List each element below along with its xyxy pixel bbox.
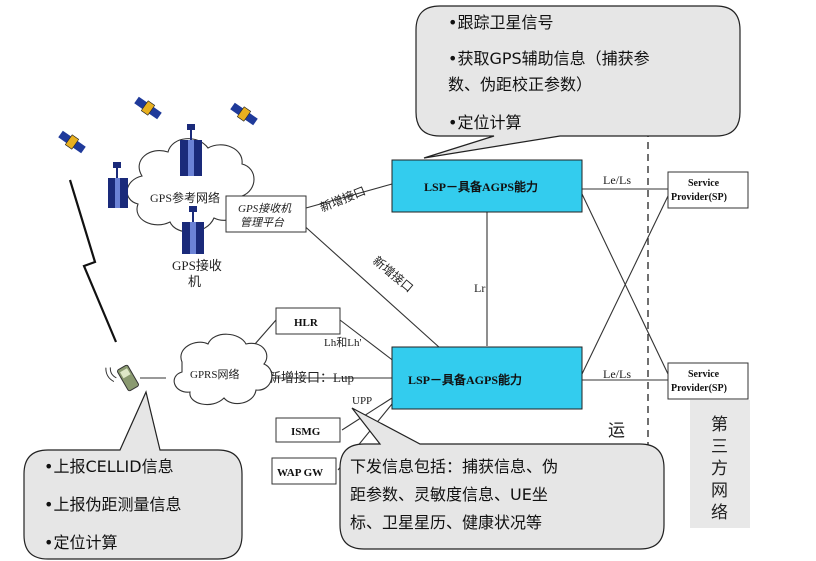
- third-party-char-1: 三: [711, 437, 728, 457]
- gps-receiver-label-line1: GPS接收: [172, 258, 222, 273]
- operator-label: 运: [608, 421, 625, 441]
- wireless-lightning-icon: [68, 179, 118, 343]
- gps-receiver-management-platform: GPS接收机 管理平台: [225, 195, 307, 233]
- link-mgmt-to-lsp-bottom: [299, 221, 441, 349]
- sp-bottom-label-line2: Provider(SP): [671, 383, 727, 394]
- ismg-node: ISMG: [275, 417, 341, 443]
- gps-building-icon: [108, 162, 128, 208]
- callout-left-line2: •上报伪距测量信息: [44, 495, 181, 514]
- third-party-char-2: 方: [711, 459, 728, 479]
- sp-top-label-line1: Service: [688, 178, 720, 189]
- callout-top-line3: 数、伪距校正参数）: [448, 75, 592, 94]
- label-lels-top: Le/Ls: [603, 173, 631, 187]
- label-new-interface-top: 新增接口: [318, 183, 368, 215]
- label-lr: Lr: [474, 281, 485, 295]
- service-provider-top-node: Service Provider(SP): [667, 171, 749, 209]
- connection-lines: [140, 183, 669, 471]
- callout-ue-functions: •跟踪卫星信号 •获取GPS辅助信息（捕获参 数、伪距校正参数） •定位计算: [415, 5, 741, 159]
- satellite-icon: [58, 130, 86, 154]
- gps-building-icon: [180, 124, 202, 176]
- callout-top-line4: •定位计算: [448, 113, 521, 132]
- lsp-bottom-node: LSP－具备AGPS能力: [391, 346, 583, 410]
- ismg-label: ISMG: [291, 426, 321, 438]
- gps-reference-network-label: GPS参考网络: [150, 190, 220, 205]
- link-cross-2: [581, 195, 669, 375]
- callout-left-line1: •上报CELLID信息: [44, 457, 174, 476]
- lsp-bottom-label: LSP－具备AGPS能力: [408, 372, 522, 387]
- label-new-interface-diag: 新增接口: [370, 253, 416, 295]
- sp-top-label-line2: Provider(SP): [671, 192, 727, 203]
- third-party-char-4: 络: [711, 503, 728, 523]
- callout-ue-report: •上报CELLID信息 •上报伪距测量信息 •定位计算: [23, 390, 243, 560]
- callout-downlink-info: 下发信息包括：捕获信息、伪 距参数、灵敏度信息、UE坐 标、卫星星历、健康状况等: [339, 407, 665, 550]
- satellite-icon: [230, 102, 258, 126]
- third-party-band: [690, 400, 750, 528]
- link-hlr-to-lsp: [339, 319, 396, 363]
- callout-mid-line3: 标、卫星星历、健康状况等: [350, 513, 542, 532]
- hlr-node: HLR: [275, 307, 341, 335]
- sp-bottom-label-line1: Service: [688, 369, 720, 380]
- callout-mid-line1: 下发信息包括：捕获信息、伪: [350, 457, 558, 476]
- lsp-top-node: LSP－具备AGPS能力: [391, 159, 583, 213]
- wap-gw-node: WAP GW: [271, 457, 337, 485]
- callout-top-line1: •跟踪卫星信号: [448, 13, 553, 32]
- lsp-top-label: LSP－具备AGPS能力: [424, 179, 538, 194]
- label-lels-bottom: Le/Ls: [603, 367, 631, 381]
- callout-left-line3: •定位计算: [44, 533, 117, 552]
- link-ismg-to-lsp: [341, 397, 393, 431]
- gps-reference-network-cloud: GPS参考网络: [126, 138, 255, 233]
- gprs-network-label: GPRS网络: [190, 367, 240, 381]
- callout-top-line2: •获取GPS辅助信息（捕获参: [448, 49, 650, 68]
- gprs-network-cloud: GPRS网络: [173, 333, 273, 406]
- label-upp: UPP: [352, 395, 372, 407]
- gps-mgmt-label-line1: GPS接收机: [238, 202, 292, 215]
- third-party-char-0: 第: [711, 415, 728, 435]
- label-lh: Lh和Lh': [324, 336, 361, 349]
- satellite-icon: [134, 96, 162, 120]
- label-new-interface-lup: 新增接口：Lup: [268, 370, 354, 385]
- gps-building-icon: [182, 206, 204, 254]
- mobile-phone-icon: [105, 364, 139, 392]
- gps-receiver-label-line2: 机: [188, 274, 201, 289]
- third-party-char-3: 网: [711, 481, 728, 501]
- link-mgmt-to-lsp-top: [305, 183, 393, 209]
- wap-gw-label: WAP GW: [277, 467, 323, 479]
- service-provider-bottom-node: Service Provider(SP): [667, 362, 749, 400]
- callout-mid-line2: 距参数、灵敏度信息、UE坐: [350, 485, 548, 504]
- gps-mgmt-label-line2: 管理平台: [240, 216, 285, 229]
- hlr-label: HLR: [294, 317, 319, 329]
